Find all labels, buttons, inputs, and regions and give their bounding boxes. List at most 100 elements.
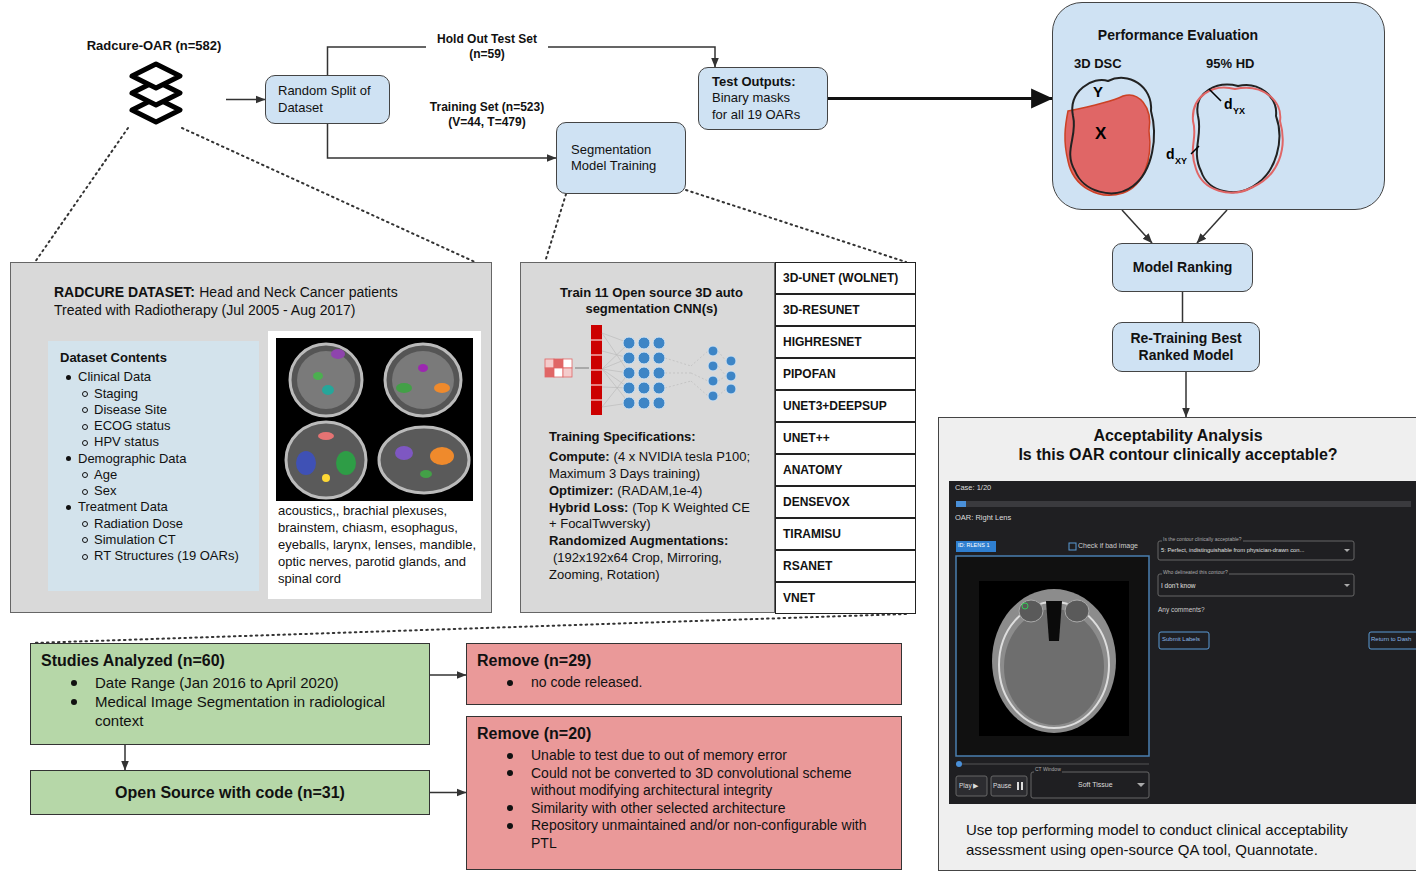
drawing-part (1137, 783, 1145, 787)
studies-box: Open Source with code (n=31) (30, 770, 430, 815)
text-line: Disease Site (60, 402, 253, 418)
acceptability-panel: Acceptability AnalysisIs this OAR contou… (938, 417, 1416, 871)
screen-text: Who delineated this contour? (1162, 570, 1229, 576)
drawing-part (1031, 772, 1149, 798)
drawing-part (653, 337, 665, 349)
model-cell: TIRAMISU (775, 518, 916, 550)
drawing-part (322, 385, 334, 395)
text-area: HIGHRESNET (776, 327, 915, 357)
drawing-part (956, 501, 1411, 507)
figure-label: XY (1175, 156, 1187, 166)
drawing-part (653, 367, 665, 379)
node-text: 3D-RESUNET (783, 303, 860, 317)
drawing-part (708, 391, 718, 401)
drawing-part (1046, 601, 1062, 641)
drawing-part (1369, 632, 1416, 649)
text-line: UNET++ (783, 431, 911, 446)
connector (1122, 210, 1152, 243)
node-text: Use top performing model to conduct clin… (966, 821, 1348, 858)
text-line: Optimizer:(RADAM,1e-4) (549, 483, 754, 500)
drawing-part (992, 589, 1116, 733)
text-line: Train 11 Open source 3D auto segmentatio… (549, 285, 754, 318)
drawing-part (956, 541, 996, 552)
text-area: PIPOFAN (776, 359, 915, 389)
node-text: Randomized Augmentations: (549, 533, 728, 548)
node-text: Disease Site (94, 402, 167, 417)
node-text: (RADAM,1e-4) (617, 483, 702, 498)
drawing-part (956, 776, 987, 796)
text-line: Acceptability Analysis (939, 426, 1416, 446)
node-text: no code released. (531, 674, 642, 690)
node-text: Is this OAR contour clinically acceptabl… (1018, 446, 1337, 463)
screen-text: ID: RLENS 1 (958, 542, 989, 548)
node-text: HIGHRESNET (783, 335, 862, 349)
drawing-part (956, 501, 966, 507)
process-box: Random Split of Dataset (265, 75, 390, 124)
drawing-part (322, 474, 330, 482)
text-line: VNET (783, 591, 911, 606)
drawing-part (545, 359, 554, 368)
drawing-part (336, 451, 356, 475)
drawing-part (554, 359, 563, 368)
drawing-part (1158, 574, 1354, 596)
drawing-part (1069, 543, 1076, 550)
node-text: Compute: (549, 449, 610, 464)
screen-text: Return to Dash (1371, 636, 1411, 643)
text-line: TIRAMISU (783, 527, 911, 542)
text-line: Similarity with other selected architect… (477, 800, 891, 818)
text-area: Open Source with code (n=31) (31, 771, 429, 814)
text-line: Simulation CT (60, 532, 253, 548)
model-cell: ANATOMY (775, 454, 916, 486)
node-text: Similarity with other selected architect… (531, 800, 785, 816)
text-line: Studies Analyzed (n=60) (41, 651, 419, 671)
drawing-part (708, 361, 718, 371)
text-line: Treatment Data (60, 499, 253, 515)
text-line: Age (60, 467, 253, 483)
model-cell: UNET++ (775, 422, 916, 454)
text-line: Medical Image Segmentation in radiologic… (41, 693, 419, 731)
drawing-part (1159, 632, 1209, 649)
text-line: ANATOMY (783, 463, 911, 478)
node-text: HPV status (94, 434, 159, 449)
text-line: Sex (60, 483, 253, 499)
connector (430, 674, 466, 676)
text-line: Dataset Contents (60, 350, 253, 366)
drawing-part (1070, 78, 1154, 193)
text-area: ANATOMY (776, 455, 915, 485)
connector (828, 97, 1052, 100)
text-line: Use top performing model to conduct clin… (966, 820, 1396, 859)
drawing-part (638, 367, 650, 379)
text-area: Remove (n=20)Unable to test due to out o… (467, 717, 901, 869)
node-text: Remove (n=29) (477, 652, 591, 669)
text-line: Randomized Augmentations: (192x192x64 Cro… (549, 533, 754, 584)
remove-box: Remove (n=29) no code released. (466, 643, 902, 705)
node-text: Repository unmaintained and/or non-confi… (531, 817, 866, 851)
drawing-part (623, 337, 736, 409)
model-cell: UNET3+DEEPSUP (775, 390, 916, 422)
node-text: VNET (783, 591, 815, 605)
process-box: Re-Training Best Ranked Model (1112, 322, 1260, 372)
text-line: Radcure-OAR (n=582) (82, 38, 226, 54)
node-text: RSANET (783, 559, 832, 573)
training-panel: Training Specifications:Compute:(4 x NVI… (520, 262, 775, 613)
node-text: UNET++ (783, 431, 830, 445)
node-text: RADCURE DATASET: (54, 284, 195, 300)
figure-label: YX (1233, 106, 1245, 116)
drawing-part (1065, 95, 1150, 195)
drawing-part (296, 451, 316, 475)
connector (430, 792, 466, 794)
node-text: (192x192x64 Crop, Mirroring, Zooming, Ro… (549, 550, 722, 582)
text-line: Compute:(4 x NVIDIA tesla P100; Maximum … (549, 449, 754, 483)
drawing-part (563, 359, 572, 368)
edge-label: Hold Out Test Set (n=59) (426, 32, 548, 62)
text-line: Open Source with code (n=31) (41, 783, 419, 803)
text-line: DENSEVOX (783, 495, 911, 510)
drawing-part (1019, 600, 1043, 622)
drawing-part (1191, 89, 1221, 154)
drawing-part (665, 351, 726, 396)
node-text: Open Source with code (n=31) (115, 784, 345, 801)
tool-screenshot (949, 481, 1416, 804)
drawing-part (430, 447, 454, 465)
connector (32, 614, 906, 643)
